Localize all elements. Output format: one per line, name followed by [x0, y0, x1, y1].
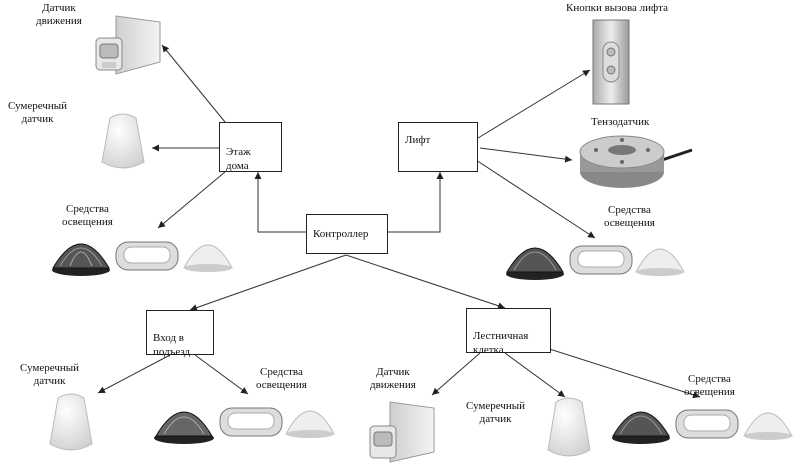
node-lift-label: Лифт	[405, 134, 431, 146]
edge-lift-tenso	[479, 147, 573, 163]
dome-lamp-icon	[183, 244, 233, 272]
node-entrance: Вход в подъезд	[146, 310, 214, 358]
dome-lamp-icon	[743, 412, 793, 440]
oval-lamp-icon	[569, 245, 633, 275]
node-controller: Контроллер	[306, 214, 388, 254]
edge-floor-motion	[161, 44, 226, 123]
dome-lamp-icon	[612, 411, 670, 444]
label-motion-top: Датчик движения	[36, 2, 82, 27]
edge-entrance-twilight	[97, 354, 171, 394]
label-lights-entrance: Средства освещения	[256, 366, 307, 391]
label-twilight-top: Сумеречный датчик	[8, 100, 68, 125]
node-floor: Этаж дома	[219, 122, 282, 172]
twilight-sensor-icon	[101, 113, 145, 169]
load-cell-icon	[579, 135, 693, 188]
dome-lamp-icon	[52, 243, 110, 276]
label-tenso: Тензодатчик	[591, 116, 650, 128]
edge-stairs-motion	[431, 352, 481, 396]
label-lights-stairs: Средства освещения	[684, 373, 735, 398]
dome-lamp-icon	[635, 248, 685, 276]
dome-lamp-icon	[506, 247, 564, 280]
edge-stairs-twilight	[504, 352, 566, 398]
motion-sensor-icon	[95, 15, 161, 75]
label-twilight-entrance: Сумеречный датчик	[20, 362, 80, 387]
label-lift-buttons: Кнопки вызова лифта	[566, 2, 668, 14]
twilight-sensor-icon	[547, 397, 591, 457]
node-stairs: Лестничная клетка	[466, 308, 551, 356]
edge-lift-buttons	[477, 69, 591, 139]
motion-sensor-icon	[369, 401, 435, 463]
edge-entrance-lights	[194, 354, 249, 395]
edge-controller-floor	[254, 172, 306, 233]
label-lights-right: Средства освещения	[604, 204, 655, 229]
node-lift: Лифт	[398, 122, 478, 172]
node-entrance-label: Вход в подъезд	[153, 332, 191, 358]
node-controller-label: Контроллер	[313, 228, 369, 240]
oval-lamp-icon	[115, 241, 179, 271]
node-stairs-label: Лестничная клетка	[473, 330, 529, 356]
edge-controller-lift	[388, 172, 444, 233]
edge-controller-entrance	[189, 254, 347, 311]
oval-lamp-icon	[219, 407, 283, 437]
label-lights-left: Средства освещения	[62, 203, 113, 228]
node-floor-label: Этаж дома	[226, 146, 251, 172]
dome-lamp-icon	[285, 410, 335, 438]
edge-lift-lights	[475, 159, 596, 239]
lift-call-button-icon	[592, 19, 630, 105]
oval-lamp-icon	[675, 409, 739, 439]
dome-lamp-icon	[154, 411, 214, 444]
label-twilight-stairs: Сумеречный датчик	[466, 400, 526, 425]
label-motion-stairs: Датчик движения	[370, 366, 416, 391]
edge-stairs-lights	[539, 345, 701, 399]
twilight-sensor-icon	[49, 393, 93, 451]
edge-floor-lights	[157, 171, 226, 229]
edge-controller-stairs	[345, 254, 506, 310]
